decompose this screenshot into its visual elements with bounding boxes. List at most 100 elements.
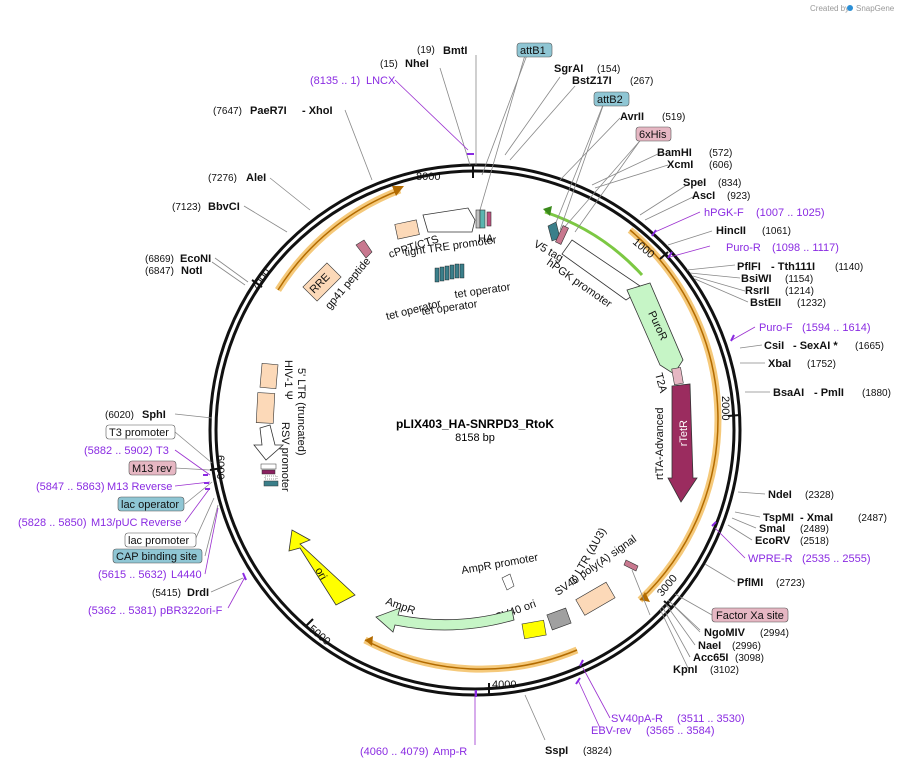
- cap-binding-label: CAP binding site: [116, 551, 197, 563]
- enzyme-acc65i: Acc65I: [693, 652, 728, 664]
- plasmid-size: 8158 bp: [455, 432, 495, 444]
- enzyme-pflmi-pos: (2723): [776, 578, 805, 589]
- lac-operator-label: lac operator: [121, 499, 179, 511]
- enzyme-nhei-pos: (15): [380, 59, 398, 70]
- primer-ebv-rev-pos: (3565 .. 3584): [646, 725, 715, 737]
- primer-hpgk-f: hPGK-F: [704, 207, 744, 219]
- enzyme-econi-pos: (6869): [145, 254, 174, 265]
- hiv-psi-feature: [259, 363, 279, 389]
- arc-arrowhead: [543, 206, 552, 216]
- enzyme-bbvci: BbvCI: [208, 201, 240, 213]
- enzyme-bsiwi: BsiWI: [741, 273, 772, 285]
- tick-label-4000: 4000: [492, 679, 516, 691]
- t2a-feature: [671, 367, 684, 386]
- primer-pbr322ori-f: pBR322ori-F: [160, 605, 223, 617]
- arc-arrowhead: [365, 636, 373, 646]
- enzyme-csii: CsiI: [764, 340, 784, 352]
- enzyme-naei: NaeI: [698, 640, 721, 652]
- enzyme-xmai-pos: (2487): [858, 513, 887, 524]
- enzyme-noti-pos: (6847): [145, 266, 174, 277]
- enzyme-drdi: DrdI: [187, 587, 209, 599]
- enzyme-sgrai-pos: (154): [597, 64, 620, 75]
- enzyme-ngomiv-pos: (2994): [760, 628, 789, 639]
- sv40pa-feature: [546, 607, 572, 631]
- ampr-arrow: [375, 607, 515, 633]
- rre-region-arc-line: [277, 189, 401, 291]
- enzyme-smai: SmaI: [759, 523, 785, 535]
- enzyme-sspi: SspI: [545, 745, 568, 757]
- snapgene-brand: SnapGene: [856, 4, 895, 13]
- ltr3-feature: [575, 581, 616, 616]
- tick-marks: [209, 165, 741, 695]
- primer-m13-reverse-pos: (5847 .. 5863): [36, 481, 105, 493]
- enzyme-ecorv-pos: (2518): [800, 536, 829, 547]
- enzyme-smai-pos: (2489): [800, 524, 829, 535]
- t3-promoter-label: T3 promoter: [109, 427, 169, 439]
- enzyme-bsteii-pos: (1232): [797, 298, 826, 309]
- primer-wpre-r-pos: (2535 .. 2555): [802, 553, 871, 565]
- enzyme-bamhi: BamHI: [657, 147, 692, 159]
- ltr5-label: 5' LTR (truncated): [295, 368, 307, 455]
- enzyme-alei-pos: (7276): [208, 173, 237, 184]
- ltr5-feature: [255, 392, 276, 424]
- lac-promoter-box: [124, 532, 197, 548]
- enzyme-rsrii: RsrII: [745, 285, 769, 297]
- enzyme-bstz17i: BstZ17I: [572, 75, 612, 87]
- enzyme-xbai-pos: (1752): [807, 359, 836, 370]
- enzyme-ngomiv: NgoMIV: [704, 627, 746, 639]
- hpgk-promoter-arrow: [561, 239, 641, 301]
- ampr-promoter-label: AmpR promoter: [460, 552, 539, 577]
- primer-hpgk-f-pos: (1007 .. 1025): [756, 207, 825, 219]
- attb2-label: attB2: [597, 94, 623, 106]
- enzyme-ndei: NdeI: [768, 489, 792, 501]
- enzyme-paer7i-pos: (7647): [213, 106, 242, 117]
- tick-label-2000: 2000: [719, 396, 731, 420]
- primer-m13puc-reverse: M13/pUC Reverse: [91, 517, 181, 529]
- primer-ebv-rev: EBV-rev: [591, 725, 632, 737]
- enzyme-sspi-pos: (3824): [583, 746, 612, 757]
- primer-puro-r: Puro-R: [726, 242, 761, 254]
- m13rev-box: [128, 460, 177, 476]
- enzyme-sgrai: SgrAI: [554, 63, 583, 75]
- primer-marks: [203, 153, 735, 697]
- enzyme-xbai: XbaI: [768, 358, 791, 370]
- primer-amp-r-pos: (4060 .. 4079): [360, 746, 429, 758]
- ha-feature: [486, 211, 492, 227]
- wpre-small-feature: [623, 559, 639, 572]
- attb2-box: [593, 91, 630, 107]
- factorxa-label: Factor Xa site: [716, 610, 784, 622]
- created-by-label: Created by: [810, 4, 849, 13]
- primer-m13-reverse: M13 Reverse: [107, 481, 172, 493]
- enzyme-kpni: KpnI: [673, 664, 697, 676]
- backbone-inner-strand: [214, 169, 736, 691]
- enzyme-sphi-pos: (6020): [105, 410, 134, 421]
- m13rev-label: M13 rev: [132, 463, 172, 475]
- cap-binding-box: [112, 548, 203, 564]
- primer-t3: T3: [156, 445, 169, 457]
- primer-t3-pos: (5882 .. 5902): [84, 445, 153, 457]
- enzyme-sphi: SphI: [142, 409, 166, 421]
- enzyme-bsteii: BstEII: [750, 297, 781, 309]
- enzyme-hincii-pos: (1061): [762, 226, 791, 237]
- lac-promoter-label: lac promoter: [128, 535, 189, 547]
- primer-sv40pa-r: SV40pA-R: [611, 713, 663, 725]
- enzyme-bbvci-pos: (7123): [172, 202, 201, 213]
- enzyme-hincii: HincII: [716, 225, 746, 237]
- ampr-region-arc-line: [364, 639, 578, 670]
- primer-sv40pa-r-pos: (3511 .. 3530): [677, 713, 745, 725]
- ampr-promoter-arrow: [501, 573, 515, 591]
- cppt-feature: [394, 219, 420, 240]
- enzyme-avrii-pos: (519): [662, 112, 685, 123]
- tet-operator-label-1: tet operator: [454, 281, 512, 301]
- attb1-box: [516, 42, 553, 58]
- rtetr-arrow: [667, 383, 698, 503]
- enzyme-pmli: - PmlI: [814, 387, 844, 399]
- factorxa-box: [711, 607, 789, 623]
- enzyme-kpni-pos: (3102): [710, 665, 739, 676]
- primer-wpre-r: WPRE-R: [748, 553, 793, 565]
- enzyme-noti: NotI: [181, 265, 202, 277]
- primer-puro-f: Puro-F: [759, 322, 793, 334]
- enzyme-tth111i: - Tth111I: [771, 261, 815, 273]
- enzyme-spei: SpeI: [683, 177, 706, 189]
